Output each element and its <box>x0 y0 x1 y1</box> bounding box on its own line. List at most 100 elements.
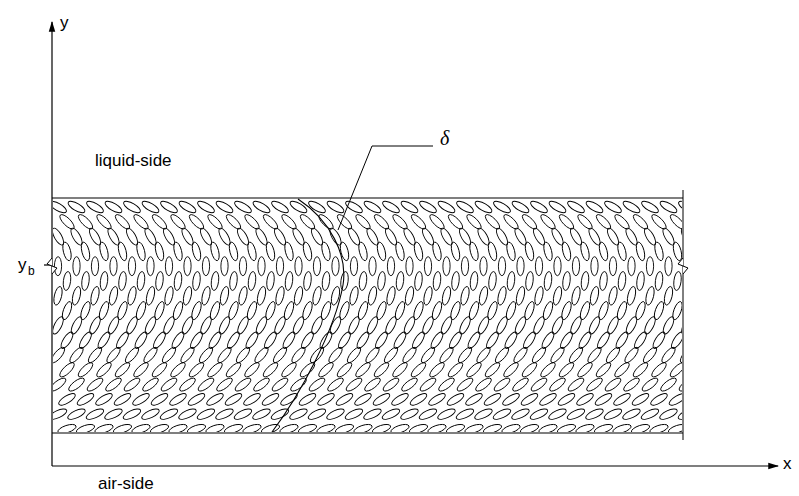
molecule <box>612 391 632 407</box>
molecule <box>393 300 406 320</box>
molecule <box>456 345 474 364</box>
molecule <box>543 271 552 291</box>
molecule <box>414 271 423 291</box>
molecule <box>173 271 182 291</box>
molecule <box>372 391 392 407</box>
molecule <box>390 423 410 432</box>
molecule <box>271 345 289 364</box>
molecule <box>335 391 355 407</box>
molecule <box>533 286 544 306</box>
molecule <box>187 361 206 379</box>
molecule <box>529 376 548 393</box>
molecule <box>381 199 401 215</box>
molecule <box>560 300 573 320</box>
molecule <box>413 241 425 261</box>
molecule <box>302 241 314 261</box>
molecule <box>132 361 151 379</box>
molecule <box>159 199 179 215</box>
leader-line <box>338 146 433 230</box>
molecule <box>316 423 336 432</box>
molecule <box>487 241 499 261</box>
molecule <box>319 300 332 320</box>
molecule <box>445 423 465 432</box>
molecule <box>418 376 437 393</box>
molecule <box>501 391 521 407</box>
molecule <box>467 300 480 320</box>
molecule <box>53 199 68 215</box>
band-right <box>683 190 684 440</box>
molecule <box>598 241 610 261</box>
side-label: liquid-side <box>95 152 172 169</box>
molecule <box>630 423 650 432</box>
molecule <box>399 199 419 215</box>
molecule <box>145 286 156 306</box>
molecule <box>79 300 92 320</box>
molecule <box>626 286 637 306</box>
molecule <box>520 361 539 379</box>
molecule <box>447 330 463 350</box>
molecule <box>402 315 417 335</box>
molecule <box>548 376 567 393</box>
molecule <box>89 286 100 306</box>
molecule <box>270 376 289 393</box>
molecule <box>488 271 497 291</box>
molecule <box>506 271 515 291</box>
molecule <box>501 423 521 432</box>
molecule <box>208 300 221 320</box>
molecule <box>316 391 336 407</box>
molecule <box>217 315 232 335</box>
molecule <box>150 361 169 379</box>
molecule <box>392 330 408 350</box>
molecule <box>659 376 678 393</box>
molecule <box>358 271 367 291</box>
molecule <box>640 199 660 215</box>
molecule <box>376 241 388 261</box>
molecule <box>496 286 507 306</box>
molecule <box>205 391 225 407</box>
molecule <box>475 345 493 364</box>
molecule <box>85 199 105 215</box>
molecule <box>54 257 61 276</box>
molecule <box>53 345 67 364</box>
molecule <box>641 345 659 364</box>
molecule <box>293 286 304 306</box>
axis-label: y <box>60 14 69 31</box>
molecule <box>623 345 641 364</box>
molecules <box>53 199 682 432</box>
molecule <box>67 376 86 393</box>
molecule <box>631 361 650 379</box>
molecule <box>492 376 511 393</box>
molecule <box>313 257 320 276</box>
molecule <box>153 300 166 320</box>
molecule <box>400 376 419 393</box>
molecule <box>335 361 354 379</box>
molecule <box>62 271 71 291</box>
molecule <box>372 361 391 379</box>
molecule <box>113 361 132 379</box>
molecule <box>502 361 521 379</box>
molecule <box>350 257 357 276</box>
molecule <box>340 271 349 291</box>
molecule <box>437 376 456 393</box>
molecule <box>394 241 406 261</box>
molecule <box>566 376 585 393</box>
molecule <box>332 257 339 276</box>
molecule <box>327 345 345 364</box>
molecule <box>367 286 378 306</box>
molecule <box>214 407 234 422</box>
molecule <box>443 257 450 276</box>
molecule <box>96 330 112 350</box>
molecule <box>584 407 604 422</box>
molecule <box>207 330 223 350</box>
molecule <box>615 300 628 320</box>
molecule <box>279 423 299 432</box>
molecule <box>362 199 382 215</box>
molecule <box>604 345 622 364</box>
molecule <box>492 407 512 422</box>
molecule <box>325 199 345 215</box>
molecule <box>449 300 462 320</box>
molecule <box>190 300 203 320</box>
molecule <box>76 391 96 407</box>
molecule <box>59 330 75 350</box>
molecule <box>112 423 132 432</box>
